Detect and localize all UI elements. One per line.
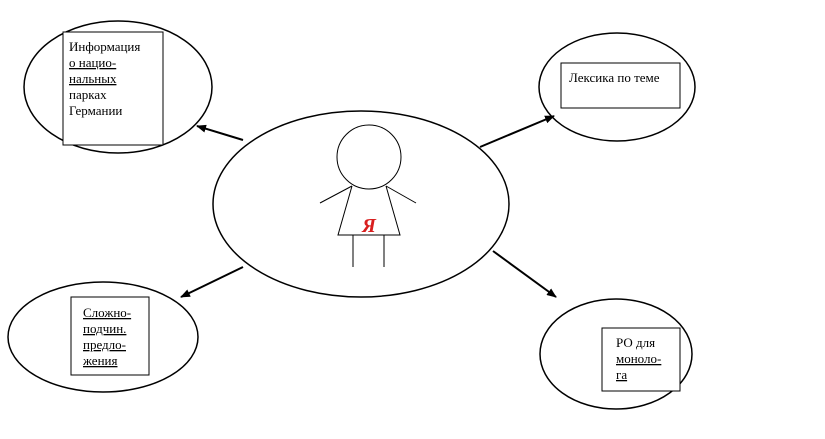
node-bottom-left-ellipse	[7, 281, 199, 393]
node-top-right: Лексика по теме	[538, 32, 696, 142]
figure-right-arm	[385, 185, 417, 204]
node-bottom-right-line-1: РО для	[616, 335, 655, 350]
node-top-right-line-1: Лексика по теме	[569, 70, 660, 85]
node-top-left-line-3: нальных	[69, 71, 117, 86]
figure-body	[337, 185, 401, 236]
node-top-right-box	[560, 62, 681, 109]
person-figure-icon	[319, 124, 417, 267]
center-node: Я	[212, 110, 510, 298]
node-top-left-line-4: парках	[69, 87, 107, 102]
node-bottom-right-line-2: моноло-	[616, 351, 661, 366]
node-bottom-right-text: РО для моноло- га	[616, 335, 665, 382]
arrow-to-bottom-right	[492, 250, 557, 298]
node-top-left-line-5: Германии	[69, 103, 122, 118]
node-top-right-text: Лексика по теме	[569, 70, 660, 85]
node-bottom-right: РО для моноло- га	[539, 298, 693, 410]
node-bottom-right-line-3: га	[616, 367, 627, 382]
center-label: Я	[361, 215, 377, 237]
node-top-left: Информация о нацио- нальных парках Герма…	[23, 20, 213, 154]
node-bottom-left-text: Сложно- подчин. предло- жения	[82, 305, 134, 368]
node-top-left-line-2: о нацио-	[69, 55, 116, 70]
figure-head	[336, 124, 402, 190]
center-ellipse	[212, 110, 510, 298]
node-bottom-right-ellipse	[539, 298, 693, 410]
arrow-to-bottom-left	[180, 266, 244, 298]
node-bottom-left-line-1: Сложно-	[83, 305, 131, 320]
arrows	[180, 115, 557, 298]
node-bottom-left: Сложно- подчин. предло- жения	[7, 281, 199, 393]
node-top-left-box	[62, 31, 164, 146]
figure-left-arm	[319, 185, 353, 204]
arrow-to-top-left	[196, 124, 244, 141]
node-top-left-line-1: Информация	[69, 39, 140, 54]
node-bottom-left-line-3: предло-	[83, 337, 126, 352]
node-bottom-left-box	[70, 296, 150, 376]
node-top-left-text: Информация о нацио- нальных парках Герма…	[69, 39, 144, 118]
node-top-left-ellipse	[23, 20, 213, 154]
node-bottom-left-line-2: подчин.	[83, 321, 126, 336]
arrow-to-top-right	[479, 115, 555, 148]
node-bottom-left-line-4: жения	[82, 353, 117, 368]
node-bottom-right-box	[601, 327, 681, 392]
node-top-right-ellipse	[538, 32, 696, 142]
